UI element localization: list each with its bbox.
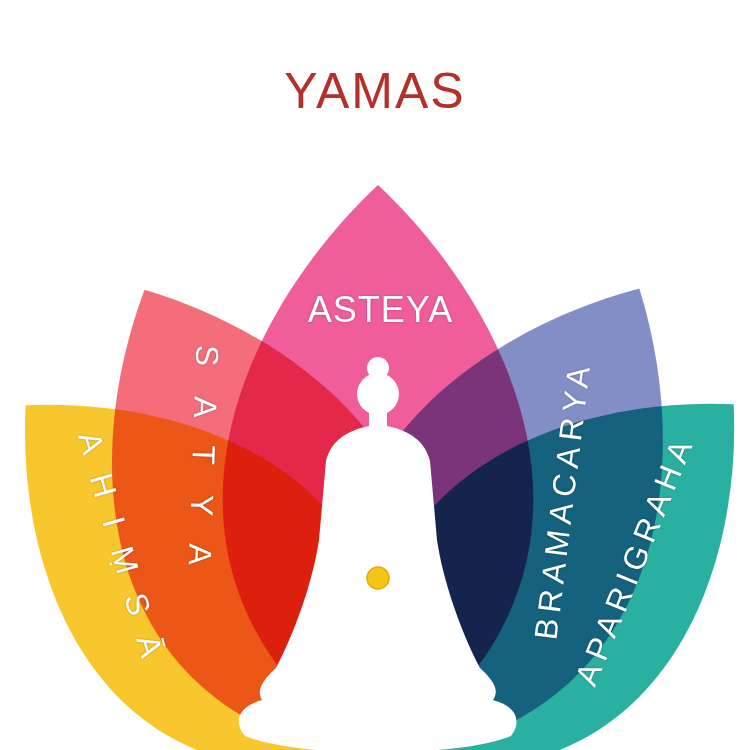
petal-outline (223, 185, 534, 750)
petal-label: APARIGRAHA (570, 430, 700, 690)
petal-label: SATYA (183, 344, 224, 595)
figure-body (239, 410, 517, 750)
figure-head (357, 373, 399, 415)
petal-label: AHIṂSĀ (73, 428, 174, 682)
petal-label: BRAMACARYA (530, 359, 596, 642)
diagram-title: YAMAS (0, 62, 750, 120)
petal-label: ASTEYA (308, 292, 453, 328)
chakra-dot (367, 567, 389, 589)
